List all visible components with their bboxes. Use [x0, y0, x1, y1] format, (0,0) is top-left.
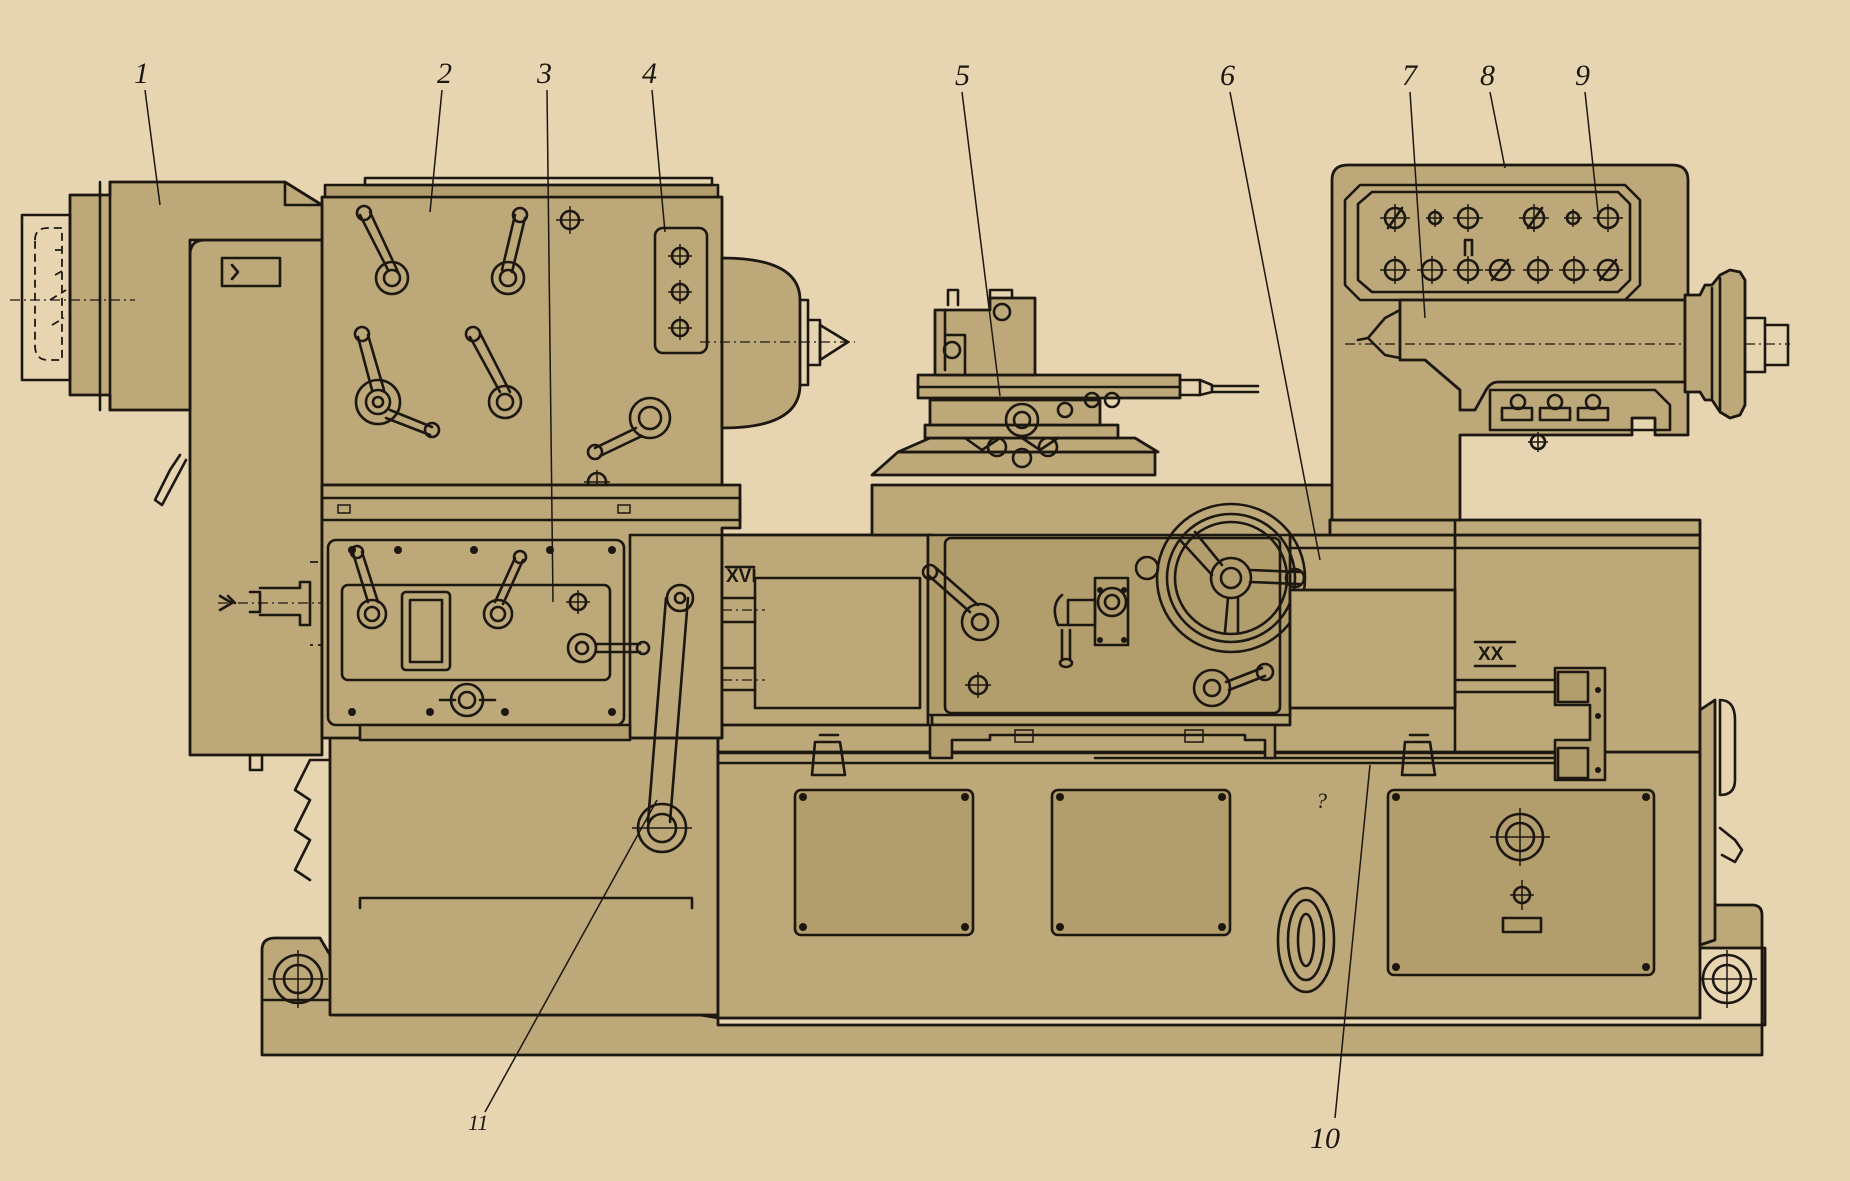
callout-labels: 1 2 3 4 5 6 7 8 9 10 11: [134, 57, 1590, 1155]
feed-bracket: XX: [1288, 588, 1607, 782]
apron-lever: [632, 583, 695, 854]
right-bed: [1328, 503, 1702, 547]
callout-4: 4: [642, 57, 657, 90]
carriage: XVI: [720, 483, 1337, 760]
callout-8: 8: [1480, 59, 1495, 92]
leader-lines: [144, 89, 1599, 1119]
section-mark-xvi: XVI: [726, 566, 757, 587]
headstock-levers: [353, 204, 672, 461]
callout-11: 11: [468, 1110, 488, 1135]
callout-6: 6: [1220, 59, 1235, 92]
svg-text:?: ?: [1316, 788, 1327, 813]
motor-guard: [10, 180, 324, 772]
callout-5: 5: [955, 59, 970, 92]
left-pedestal: [293, 723, 720, 1017]
slide-rest: [870, 288, 1260, 477]
cabinet-panels: ?: [793, 788, 1656, 994]
callout-3: 3: [536, 57, 552, 90]
callout-10: 10: [1310, 1122, 1340, 1155]
callout-9: 9: [1575, 59, 1590, 92]
headstock: [320, 176, 855, 494]
feed-rods: [716, 733, 1557, 777]
callout-1: 1: [134, 57, 149, 90]
tailstock: [1330, 163, 1790, 522]
callout-2: 2: [437, 57, 452, 90]
callout-7: 7: [1402, 59, 1419, 92]
section-mark-xx: XX: [1478, 644, 1504, 665]
gearbox: [320, 483, 742, 742]
